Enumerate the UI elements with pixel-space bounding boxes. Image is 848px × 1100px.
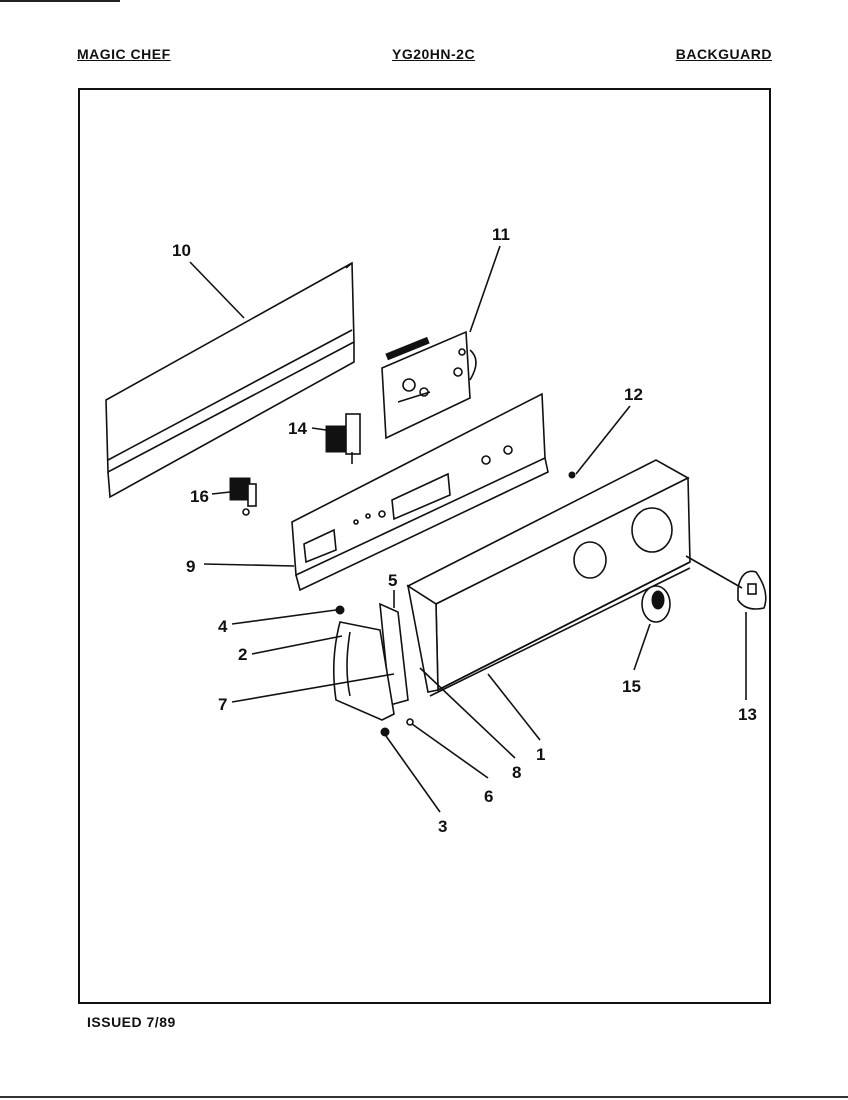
part-13-knob xyxy=(737,570,767,610)
part-9-control-panel xyxy=(291,392,549,592)
callout-3: 3 xyxy=(438,817,447,836)
leader-lines xyxy=(189,245,747,813)
callout-4: 4 xyxy=(218,617,228,636)
part-2-end-cap xyxy=(332,621,395,721)
part-6-screw xyxy=(406,718,414,726)
scan-artifact-line xyxy=(0,0,120,2)
callout-9: 9 xyxy=(186,557,195,576)
callout-8: 8 xyxy=(512,763,521,782)
callout-11: 11 xyxy=(492,225,510,244)
part-4-screw xyxy=(335,605,345,615)
part-10-top-trim xyxy=(105,261,355,499)
callout-5: 5 xyxy=(388,571,397,590)
part-3-screw xyxy=(380,727,390,737)
callout-6: 6 xyxy=(484,787,493,806)
callout-7: 7 xyxy=(218,695,227,714)
callout-16: 16 xyxy=(190,487,209,506)
part-15-knob xyxy=(641,585,671,623)
callout-10: 10 xyxy=(172,241,191,260)
callout-1: 1 xyxy=(536,745,545,764)
diagram-frame xyxy=(78,88,771,1004)
scan-artifact-line xyxy=(0,1096,848,1098)
section-title: BACKGUARD xyxy=(675,46,772,62)
callout-12: 12 xyxy=(624,385,643,404)
brand-label: MAGIC CHEF xyxy=(77,46,171,62)
callout-2: 2 xyxy=(238,645,247,664)
callout-14: 14 xyxy=(288,419,307,438)
part-1-backguard xyxy=(406,459,691,697)
callout-13: 13 xyxy=(738,705,757,724)
model-number: YG20HN-2C xyxy=(392,46,476,62)
part-14-switch xyxy=(325,413,361,464)
part-16-switch xyxy=(229,477,257,516)
part-11-timer xyxy=(381,330,477,440)
part-12-screw xyxy=(568,471,576,479)
issued-date: ISSUED 7/89 xyxy=(87,1014,176,1030)
callout-15: 15 xyxy=(622,677,641,696)
